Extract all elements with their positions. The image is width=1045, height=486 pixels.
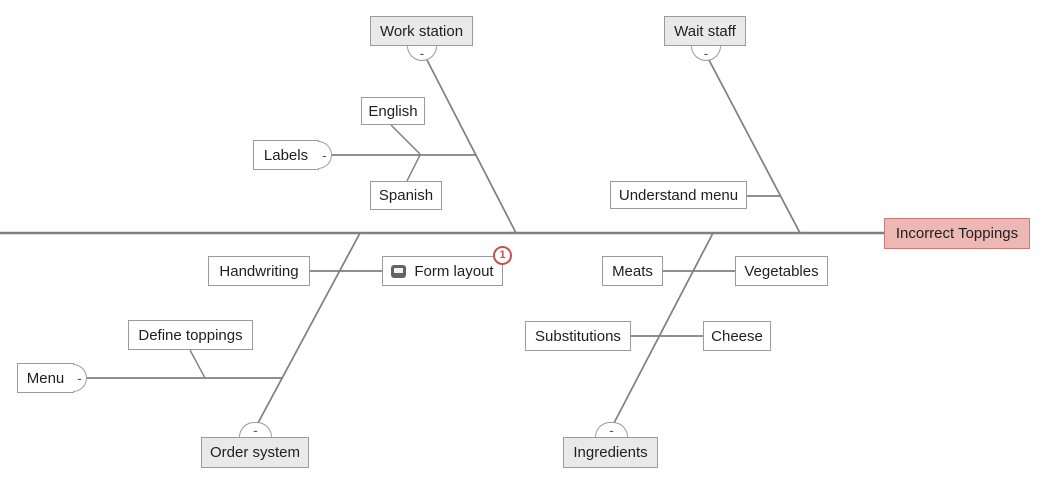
cause-menu[interactable]: Menu xyxy=(17,363,74,393)
cause-cheese[interactable]: Cheese xyxy=(703,321,771,351)
cause-understand-menu-label: Understand menu xyxy=(618,186,739,204)
cause-english-label: English xyxy=(368,102,418,120)
minus-icon: - xyxy=(419,45,425,61)
effect-incorrect-toppings[interactable]: Incorrect Toppings xyxy=(884,218,1030,249)
cause-handwriting[interactable]: Handwriting xyxy=(208,256,310,286)
cause-spanish[interactable]: Spanish xyxy=(370,181,442,210)
category-wait-staff-label: Wait staff xyxy=(674,22,736,40)
connector-define-toppings[interactable] xyxy=(189,349,206,379)
cause-labels-label: Labels xyxy=(263,146,309,164)
cause-labels[interactable]: Labels xyxy=(253,140,319,170)
cause-substitutions[interactable]: Substitutions xyxy=(525,321,631,351)
cause-meats-label: Meats xyxy=(612,262,653,280)
cause-handwriting-label: Handwriting xyxy=(219,262,299,280)
cause-spanish-label: Spanish xyxy=(378,187,434,204)
connector-english[interactable] xyxy=(390,124,421,155)
minus-icon: - xyxy=(703,45,709,61)
bone-work-station[interactable] xyxy=(426,59,517,234)
comment-icon[interactable] xyxy=(391,264,407,278)
bone-ingredients[interactable] xyxy=(613,232,714,424)
connector-spanish[interactable] xyxy=(406,154,421,182)
cause-menu-label: Menu xyxy=(26,369,65,387)
minus-icon: - xyxy=(609,422,614,438)
cause-meats[interactable]: Meats xyxy=(602,256,663,286)
cause-define-toppings[interactable]: Define toppings xyxy=(128,320,253,350)
cause-english[interactable]: English xyxy=(361,97,425,125)
effect-label: Incorrect Toppings xyxy=(895,225,1019,242)
cause-vegetables-label: Vegetables xyxy=(744,262,819,280)
category-order-system-label: Order system xyxy=(209,444,300,461)
category-order-system[interactable]: Order system xyxy=(201,437,309,468)
category-work-station[interactable]: Work station xyxy=(370,16,473,46)
category-wait-staff[interactable]: Wait staff xyxy=(664,16,746,46)
bone-order-system[interactable] xyxy=(257,232,361,424)
cause-form-layout[interactable]: Form layout xyxy=(382,256,503,286)
comment-count-badge[interactable]: 1 xyxy=(493,246,512,265)
minus-icon: - xyxy=(253,422,258,438)
cause-cheese-label: Cheese xyxy=(711,327,763,345)
cause-form-layout-label: Form layout xyxy=(414,262,494,280)
minus-icon: - xyxy=(77,370,82,386)
minus-icon: - xyxy=(322,147,327,163)
bone-wait-staff[interactable] xyxy=(708,59,801,234)
category-ingredients[interactable]: Ingredients xyxy=(563,437,658,468)
cause-substitutions-label: Substitutions xyxy=(535,327,621,345)
category-ingredients-label: Ingredients xyxy=(573,444,648,461)
cause-understand-menu[interactable]: Understand menu xyxy=(610,181,747,209)
category-work-station-label: Work station xyxy=(379,22,464,40)
comment-count-value: 1 xyxy=(499,249,506,261)
cause-vegetables[interactable]: Vegetables xyxy=(735,256,828,286)
cause-define-toppings-label: Define toppings xyxy=(138,326,243,344)
